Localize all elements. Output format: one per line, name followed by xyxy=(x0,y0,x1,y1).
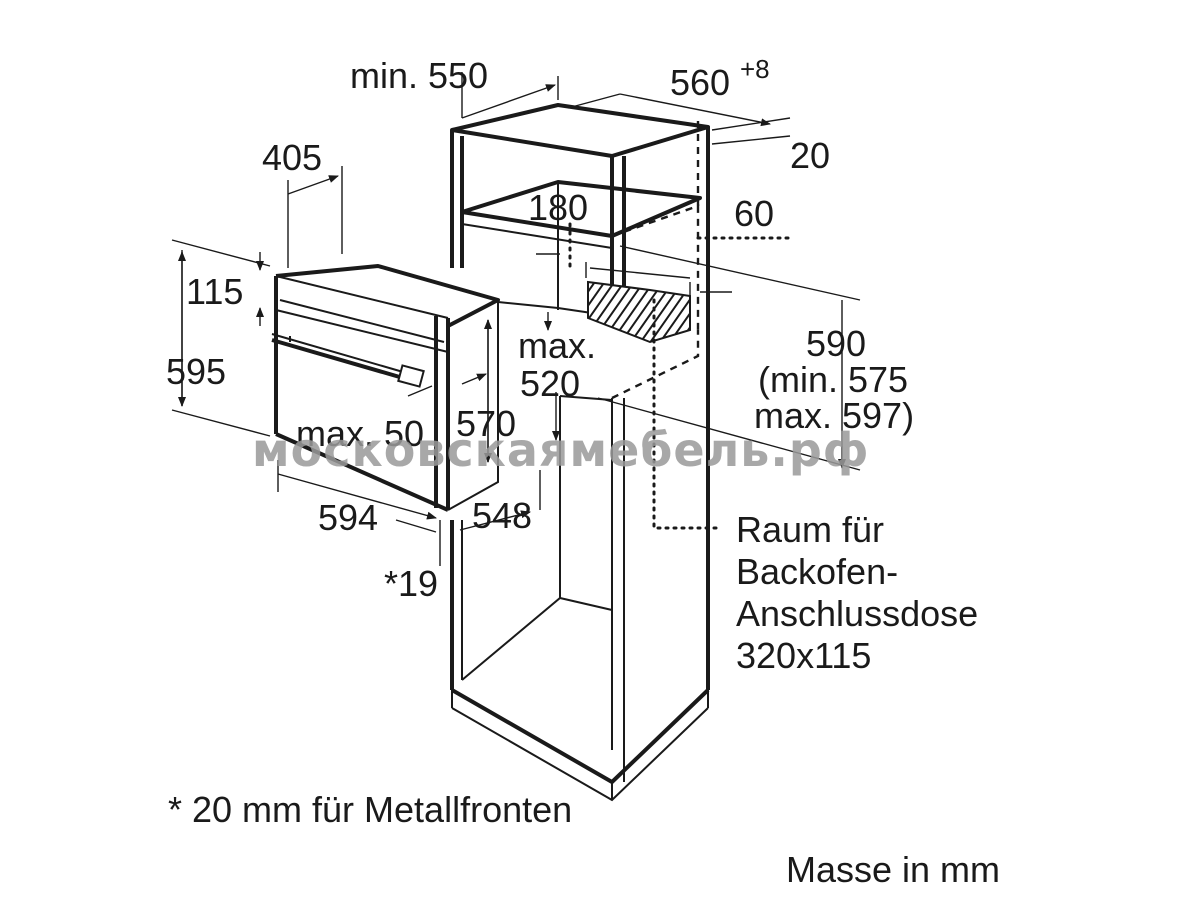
label-max-597: max. 597) xyxy=(754,395,914,436)
label-548: 548 xyxy=(472,495,532,536)
dimension-lines xyxy=(171,72,861,566)
dimension-labels: min. 550 560 +8 20 405 180 60 115 595 ma… xyxy=(166,54,914,604)
label-star-19: *19 xyxy=(384,563,438,604)
label-520: 520 xyxy=(520,363,580,404)
label-min-550: min. 550 xyxy=(350,55,488,96)
label-560-tolerance: +8 xyxy=(740,54,770,84)
notes: Raum für Backofen- Anschlussdose 320x115… xyxy=(168,509,1000,890)
label-570: 570 xyxy=(456,403,516,444)
label-max: max. xyxy=(518,325,596,366)
socket-space xyxy=(587,236,792,530)
raum-line-3: Anschlussdose xyxy=(736,593,978,634)
label-590: 590 xyxy=(806,323,866,364)
label-115: 115 xyxy=(186,271,243,312)
label-60: 60 xyxy=(734,193,774,234)
label-405: 405 xyxy=(262,137,322,178)
label-594: 594 xyxy=(318,497,378,538)
label-20: 20 xyxy=(790,135,830,176)
label-595: 595 xyxy=(166,351,226,392)
raum-line-4: 320x115 xyxy=(736,635,871,676)
metal-front-note: * 20 mm für Metallfronten xyxy=(168,789,572,830)
label-560: 560 xyxy=(670,62,730,103)
raum-line-1: Raum für xyxy=(736,509,884,550)
label-180: 180 xyxy=(528,187,588,228)
raum-line-2: Backofen- xyxy=(736,551,898,592)
units-note: Masse in mm xyxy=(786,849,1000,890)
watermark: московскаямебель.рф xyxy=(252,423,869,477)
label-min-575: (min. 575 xyxy=(758,359,908,400)
oven xyxy=(271,264,500,512)
label-max-50: max. 50 xyxy=(296,413,424,454)
